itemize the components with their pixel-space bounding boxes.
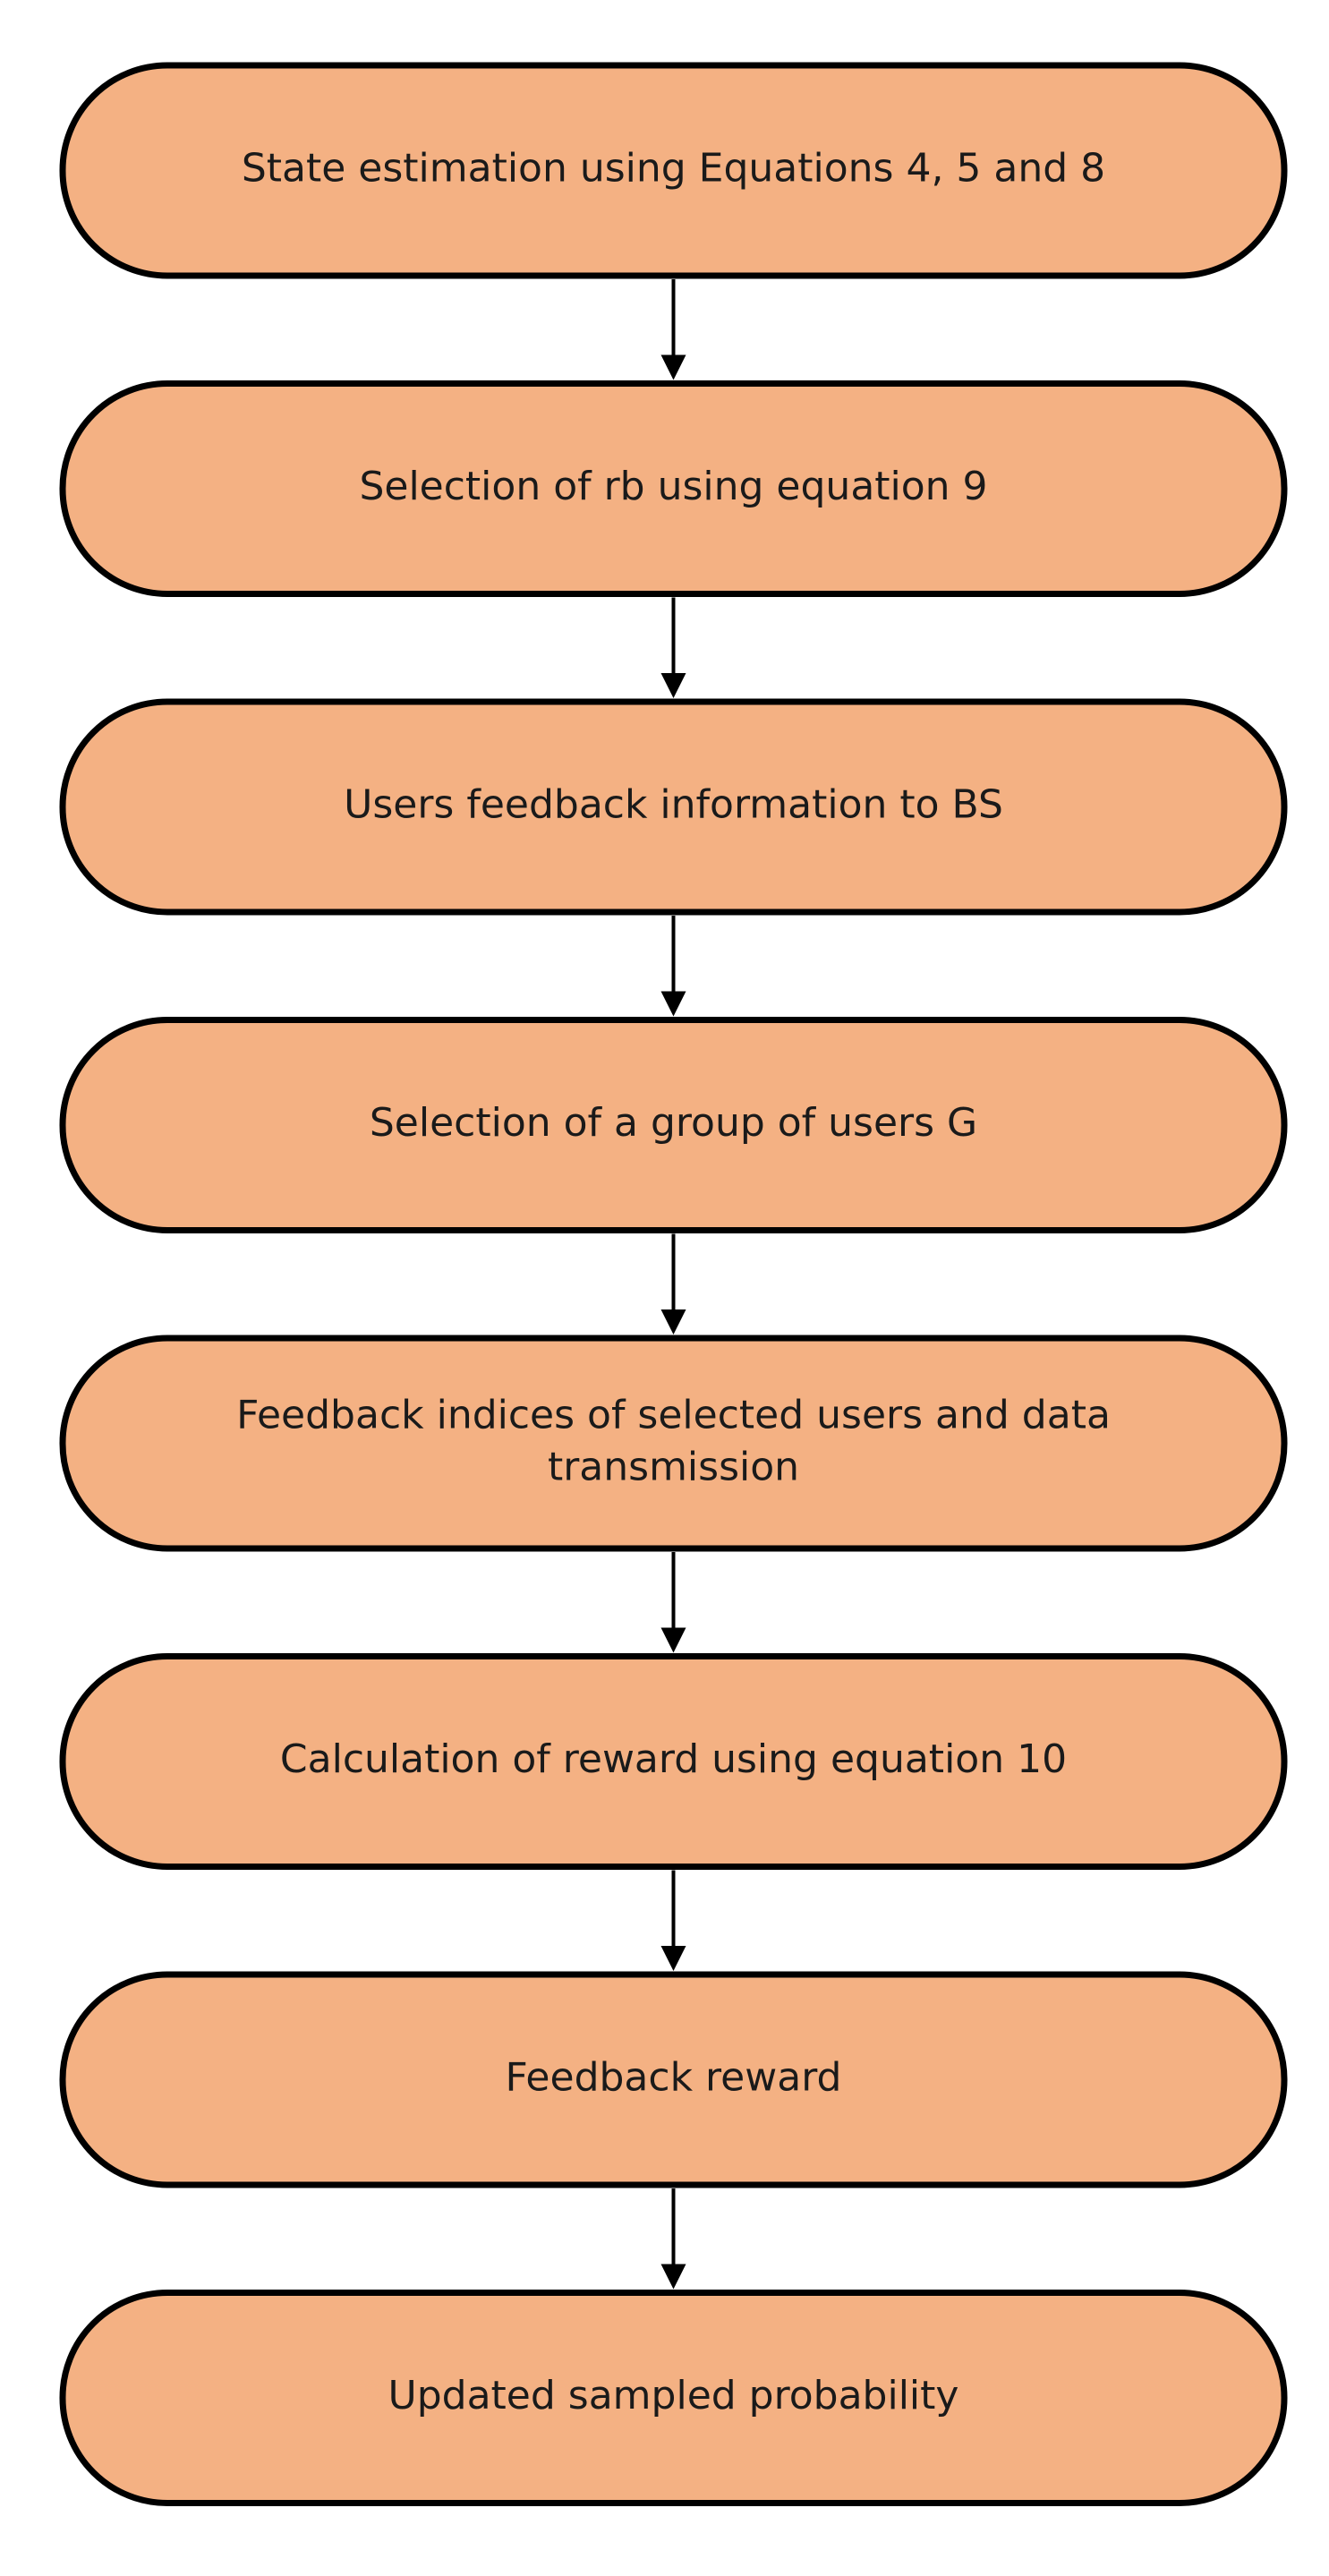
flow-arrow-head bbox=[660, 673, 686, 698]
flow-step-6: Calculation of reward using equation 10 bbox=[59, 1653, 1288, 1870]
flow-arrow bbox=[660, 916, 686, 1017]
flow-step-4: Selection of a group of users G bbox=[59, 1017, 1288, 1233]
flow-step-8: Updated sampled probability bbox=[59, 2290, 1288, 2506]
flow-arrow-head bbox=[660, 1627, 686, 1653]
flow-arrow bbox=[660, 1870, 686, 1971]
flow-step-label: Feedback indices of selected users and d… bbox=[236, 1393, 1111, 1438]
flow-step-box bbox=[59, 1653, 1288, 1870]
flow-arrow-head bbox=[660, 354, 686, 380]
flow-step-box bbox=[59, 698, 1288, 916]
flow-step-label: Updated sampled probability bbox=[388, 2373, 959, 2418]
flow-step-5: Feedback indices of selected users and d… bbox=[59, 1335, 1288, 1552]
flow-step-box bbox=[59, 62, 1288, 279]
flow-arrow-head bbox=[660, 2264, 686, 2290]
flow-step-label: transmission bbox=[548, 1445, 799, 1490]
flow-arrow bbox=[660, 279, 686, 380]
flow-step-box bbox=[59, 2290, 1288, 2506]
flow-arrow bbox=[660, 597, 686, 698]
flow-step-box bbox=[59, 1971, 1288, 2188]
flow-arrow-head bbox=[660, 1309, 686, 1335]
flow-step-label: Users feedback information to BS bbox=[344, 782, 1003, 828]
flow-step-box bbox=[59, 1017, 1288, 1233]
flow-arrow-head bbox=[660, 991, 686, 1017]
flow-step-2: Selection of rb using equation 9 bbox=[59, 380, 1288, 597]
flow-arrow-head bbox=[660, 1946, 686, 1971]
flow-step-box bbox=[59, 380, 1288, 597]
flow-step-label: Selection of a group of users G bbox=[370, 1100, 977, 1146]
flow-step-label: Selection of rb using equation 9 bbox=[359, 464, 987, 509]
flow-arrow bbox=[660, 1552, 686, 1653]
flow-step-7: Feedback reward bbox=[59, 1971, 1288, 2188]
flow-step-box bbox=[59, 1335, 1288, 1552]
flow-step-3: Users feedback information to BS bbox=[59, 698, 1288, 916]
flow-step-label: Feedback reward bbox=[506, 2055, 842, 2101]
flow-arrow bbox=[660, 2188, 686, 2290]
flow-arrow bbox=[660, 1233, 686, 1335]
flow-step-label: State estimation using Equations 4, 5 an… bbox=[242, 146, 1105, 192]
flow-step-1: State estimation using Equations 4, 5 an… bbox=[59, 62, 1288, 279]
flow-step-label: Calculation of reward using equation 10 bbox=[280, 1736, 1067, 1782]
